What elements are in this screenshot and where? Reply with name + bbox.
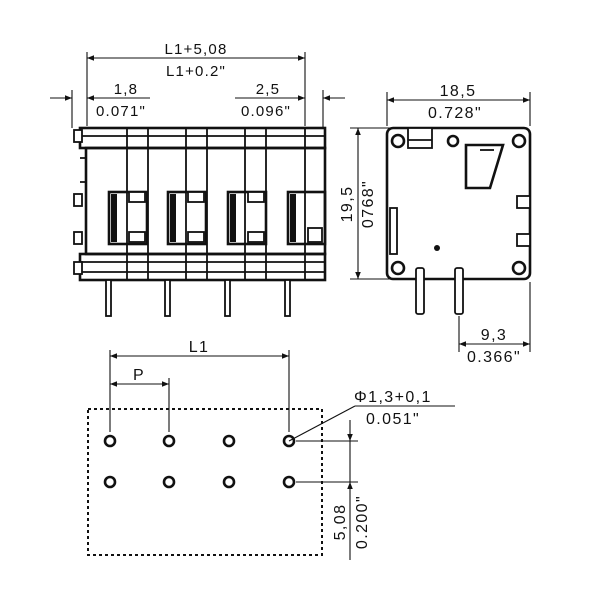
terminal-block-front-housing [73, 126, 327, 317]
dim-hole-diameter-in: 0.051" [366, 411, 420, 428]
clamp-window-4 [286, 190, 327, 246]
clamp-window-2 [166, 190, 208, 246]
dim-hole-diameter-mm: Φ1,3+0,1 [354, 389, 432, 406]
dim-row-spacing-in: 0.200" [354, 495, 371, 549]
clamp-window-3 [226, 190, 268, 246]
dim-hole-diameter: Φ1,3+0,1 0.051" [288, 389, 455, 442]
dim-footprint-l1: L1 [109, 339, 290, 432]
dim-side-height-in: 0768" [360, 180, 377, 228]
pcb-footprint: L1 P Φ1,3+0,1 0.051" [87, 339, 455, 560]
dim-footprint-pitch: P [110, 367, 170, 432]
clamp-window-1 [107, 190, 149, 246]
dim-right-offset-in: 0.096" [241, 103, 291, 120]
dim-row-spacing: 5,08 0.200" [296, 420, 371, 560]
side-view: 18,5 0.728" 19,5 0768" [339, 83, 532, 366]
dim-side-height-mm: 19,5 [339, 186, 356, 223]
dim-side-width-mm: 18,5 [440, 83, 477, 100]
dim-pin-offset-mm: 9,3 [481, 327, 507, 344]
dim-side-width: 18,5 0.728" [386, 83, 531, 126]
front-view: L1+5,08 L1+0.2" 1,8 0.071" 2,5 0.096" [50, 41, 345, 317]
dim-left-offset-mm: 1,8 [114, 81, 138, 98]
dim-pin-offset: 9,3 0.366" [458, 282, 531, 366]
dim-left-offset: 1,8 0.071" [50, 81, 150, 128]
dim-overall-length: L1+5,08 L1+0.2" [86, 41, 306, 126]
dim-side-width-in: 0.728" [428, 105, 482, 122]
dim-footprint-l1-label: L1 [189, 339, 210, 356]
dim-row-spacing-mm: 5,08 [332, 504, 349, 541]
dim-right-offset: 2,5 0.096" [235, 81, 345, 128]
dim-side-height: 19,5 0768" [339, 127, 390, 280]
front-pins [105, 279, 291, 317]
terminal-block-side-housing [385, 126, 532, 315]
dim-overall-length-mm: L1+5,08 [164, 41, 227, 58]
dim-left-offset-in: 0.071" [96, 103, 146, 120]
dim-pin-offset-in: 0.366" [467, 349, 521, 366]
dim-footprint-pitch-label: P [133, 367, 145, 384]
dim-overall-length-in: L1+0.2" [166, 63, 226, 80]
footprint-holes [103, 434, 296, 489]
dim-right-offset-mm: 2,5 [256, 81, 280, 98]
footprint-outline [87, 408, 323, 556]
